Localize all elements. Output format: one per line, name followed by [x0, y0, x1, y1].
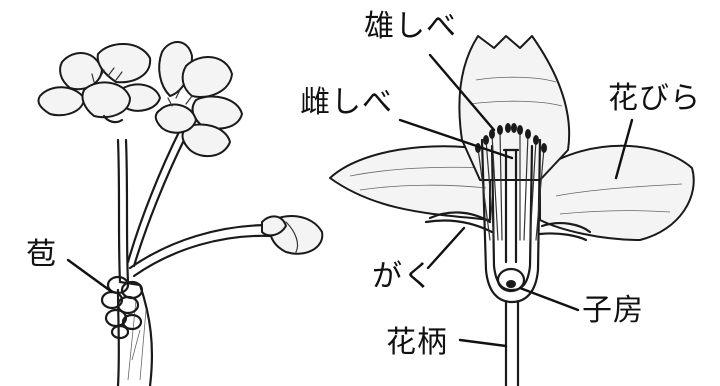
label-pistil: 雌しべ	[300, 88, 393, 118]
open-flower-left	[38, 44, 160, 122]
pedicel-leader	[460, 340, 506, 346]
label-sepal: がく	[372, 262, 434, 292]
ovary-leader	[520, 288, 578, 310]
label-ovary: 子房	[582, 296, 644, 326]
label-stamen: 雄しべ	[364, 12, 457, 42]
label-petal: 花びら	[608, 84, 701, 114]
label-pedicel: 花柄	[386, 328, 448, 358]
bract-leader	[68, 260, 112, 292]
open-flower-right	[156, 42, 242, 156]
flower-bud	[262, 216, 322, 254]
bract-cluster	[102, 277, 142, 338]
flowering-branch	[38, 42, 322, 386]
label-bract: 苞	[26, 240, 57, 270]
